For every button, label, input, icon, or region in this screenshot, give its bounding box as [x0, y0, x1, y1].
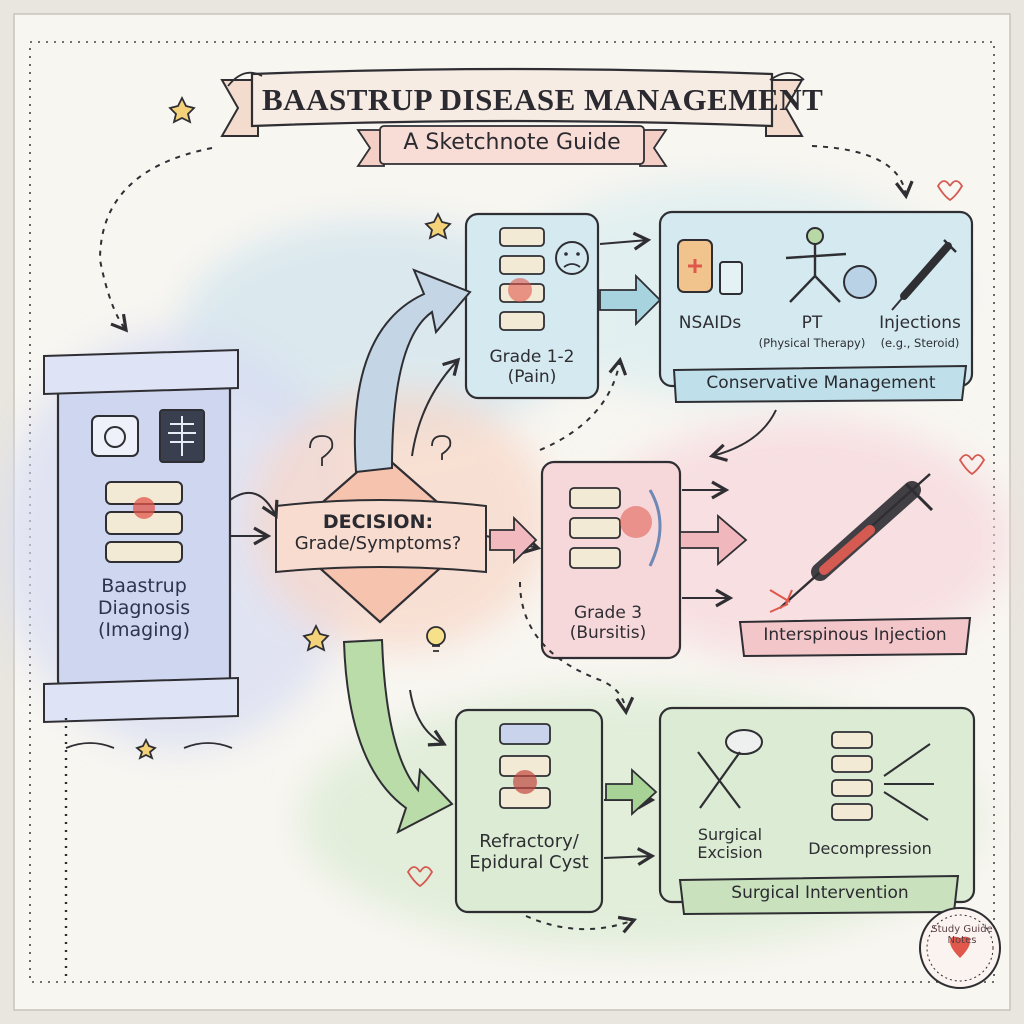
pt-item: PT (Physical Therapy)	[756, 313, 868, 350]
conservative-ribbon	[672, 364, 968, 404]
water-glass-icon	[719, 261, 743, 295]
decision-question: Grade/Symptoms?	[294, 532, 462, 554]
surgical-excision-label: Surgical Excision	[697, 825, 763, 863]
arrow-to-grade-3	[489, 515, 538, 565]
interspinous-panel	[738, 473, 972, 658]
scalpel-icon	[697, 751, 741, 809]
interspinous-ribbon-label: Interspinous Injection	[763, 625, 947, 645]
arrow-to-conservative	[599, 273, 662, 327]
arrow-to-grade-1-2	[353, 268, 472, 474]
grade-3-label: Grade 3	[573, 603, 643, 623]
subtitle-banner	[356, 125, 668, 167]
worried-face-icon	[555, 241, 589, 275]
decorative-doodles	[65, 71, 986, 888]
conservative-ribbon-label: Conservative Management	[706, 373, 936, 393]
decision-diamond	[275, 450, 487, 624]
refractory-panel	[454, 708, 604, 914]
grade-1-2-label: Grade 1-2	[489, 347, 575, 367]
arrow-to-surgical	[605, 767, 658, 817]
decision-heading: DECISION:	[322, 511, 434, 533]
camera-icon	[91, 415, 139, 457]
grade-3-panel	[540, 460, 682, 660]
arrow-to-injection	[679, 514, 748, 566]
page-title: BAASTRUP DISEASE MANAGEMENT	[262, 82, 824, 117]
pt-label: PT	[801, 313, 823, 333]
exercise-figure-icon	[785, 227, 877, 303]
injections-item: Injections (e.g., Steroid)	[868, 313, 972, 350]
grade-1-2-node: Grade 1-2 (Pain)	[474, 347, 590, 387]
study-guide-badge	[919, 907, 1001, 989]
injections-sublabel: (e.g., Steroid)	[880, 335, 960, 350]
grade-1-2-panel	[464, 212, 600, 400]
diagnosis-scroll	[43, 348, 239, 724]
diagnosis-label: Baastrup Diagnosis (Imaging)	[97, 575, 191, 641]
conservative-panel	[658, 210, 974, 404]
refractory-label: Refractory/ Epidural Cyst	[469, 831, 589, 873]
exercise-ball-icon	[843, 265, 877, 299]
badge-text: Study Guide Notes	[931, 924, 993, 946]
syringe-icon	[891, 239, 957, 311]
nsaids-item: NSAIDs	[666, 313, 754, 334]
page-subtitle: A Sketchnote Guide	[403, 130, 621, 155]
injections-label: Injections	[879, 313, 961, 333]
interspinous-ribbon	[738, 616, 972, 658]
spine-icon	[105, 481, 183, 563]
decompression-label: Decompression	[808, 839, 932, 858]
grade-1-2-detail: (Pain)	[507, 366, 557, 387]
nsaids-label: NSAIDs	[678, 313, 742, 333]
title-banner	[220, 67, 804, 137]
arrow-to-refractory	[342, 638, 454, 835]
surgical-lamp-icon	[725, 729, 763, 755]
decision-node: DECISION: Grade/Symptoms?	[278, 511, 478, 555]
grade-3-detail: (Bursitis)	[569, 622, 647, 643]
grade-3-node: Grade 3 (Bursitis)	[550, 603, 666, 643]
surgical-ribbon-label: Surgical Intervention	[731, 883, 909, 903]
decompression-spine-icon	[831, 731, 934, 821]
pt-sublabel: (Physical Therapy)	[758, 335, 866, 350]
surgical-panel	[658, 706, 976, 916]
